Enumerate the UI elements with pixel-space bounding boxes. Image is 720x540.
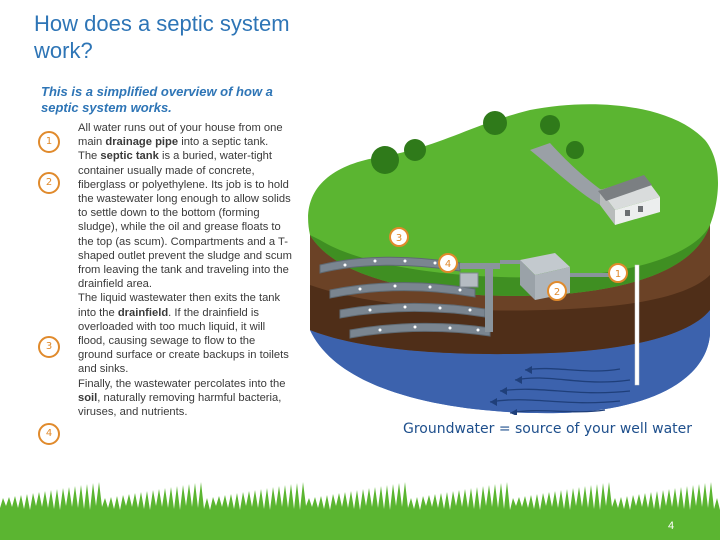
steps-text: All water runs out of your house from on…	[78, 121, 293, 419]
step-2-badge: 2	[38, 172, 60, 194]
diagram-marker-1: 1	[615, 269, 621, 280]
groundwater-arrows	[489, 367, 631, 414]
diagram-marker-4: 4	[445, 259, 451, 270]
step-4-text: Finally, the wastewater percolates into …	[78, 377, 286, 419]
well-pipe	[634, 264, 640, 386]
driveway	[530, 143, 615, 205]
house-icon	[598, 175, 660, 225]
subtitle: This is a simplified overview of how a s…	[41, 84, 273, 115]
diagram-marker-2: 2	[554, 287, 560, 298]
page-title: How does a septic system work?	[34, 11, 290, 63]
diagram-marker-3: 3	[396, 233, 402, 244]
grass-footer	[0, 482, 720, 540]
drainfield-trenches	[319, 256, 491, 339]
step-1-badge: 1	[38, 131, 60, 153]
septic-system-diagram: 3 4 2 1	[308, 104, 719, 415]
step-1-text: All water runs out of your house from on…	[78, 122, 283, 149]
groundwater-caption: Groundwater = source of your well water	[403, 421, 693, 437]
distribution-box	[459, 272, 479, 288]
step-2-text: The septic tank is a buried, water-tight…	[78, 150, 292, 291]
step-4-badge: 4	[38, 423, 60, 445]
page-number: 4	[668, 520, 675, 532]
step-3-text: The liquid wastewater then exits the tan…	[78, 292, 289, 376]
step-3-badge: 3	[38, 336, 60, 358]
